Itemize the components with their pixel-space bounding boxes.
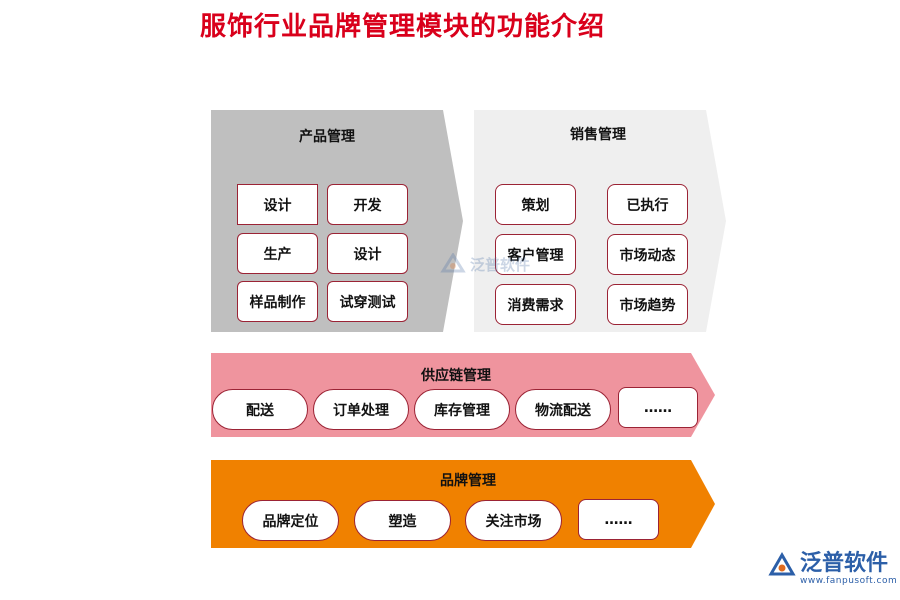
brand-panel-title: 品牌管理	[440, 473, 496, 489]
supply-item-order-processing: 订单处理	[313, 389, 409, 430]
brand-item-shaping: 塑造	[354, 500, 451, 541]
sales-panel-title: 销售管理	[570, 127, 626, 143]
fanpu-logo-icon	[768, 552, 796, 576]
watermark-text: 泛普软件	[470, 255, 531, 274]
sales-item-consumer-demand: 消费需求	[495, 284, 576, 325]
logo-text: 泛普软件	[800, 551, 889, 576]
sales-management-panel: 销售管理 策划 已执行 客户管理 市场动态 消费需求 市场趋势	[474, 110, 726, 332]
brand-logo: 泛普软件 www.fanpusoft.com	[768, 552, 897, 586]
sales-item-customer-management: 客户管理	[495, 234, 576, 275]
product-item-fitting-test: 试穿测试	[327, 281, 408, 322]
supply-item-more: ……	[618, 387, 698, 428]
brand-item-brand-positioning: 品牌定位	[242, 500, 339, 541]
sales-item-executed: 已执行	[607, 184, 688, 225]
logo-url: www.fanpusoft.com	[800, 576, 898, 586]
sales-item-market-trends: 市场趋势	[607, 284, 688, 325]
watermark: 泛普软件	[440, 253, 530, 275]
product-item-production: 生产	[237, 233, 318, 274]
brand-item-focus-market: 关注市场	[465, 500, 562, 541]
product-item-sample-making: 样品制作	[237, 281, 318, 322]
product-panel-title: 产品管理	[299, 129, 355, 145]
product-item-design-2: 设计	[327, 233, 408, 274]
sales-item-market-dynamics: 市场动态	[607, 234, 688, 275]
product-item-design: 设计	[237, 184, 318, 225]
fanpu-logo-icon	[440, 253, 466, 273]
supply-item-delivery: 配送	[212, 389, 308, 430]
brand-item-more: ……	[578, 499, 659, 540]
sales-panel-arrow-shape	[474, 110, 726, 332]
supply-item-inventory-management: 库存管理	[414, 389, 510, 430]
supply-item-logistics-delivery: 物流配送	[515, 389, 611, 430]
page-title: 服饰行业品牌管理模块的功能介绍	[200, 12, 606, 42]
sales-item-planning: 策划	[495, 184, 576, 225]
product-item-development: 开发	[327, 184, 408, 225]
supply-chain-management-panel: 供应链管理 配送 订单处理 库存管理 物流配送 ……	[211, 353, 715, 437]
supply-panel-title: 供应链管理	[421, 368, 491, 384]
brand-management-panel: 品牌管理 品牌定位 塑造 关注市场 ……	[211, 460, 715, 548]
product-management-panel: 产品管理 设计 开发 生产 设计 样品制作 试穿测试	[211, 110, 463, 332]
